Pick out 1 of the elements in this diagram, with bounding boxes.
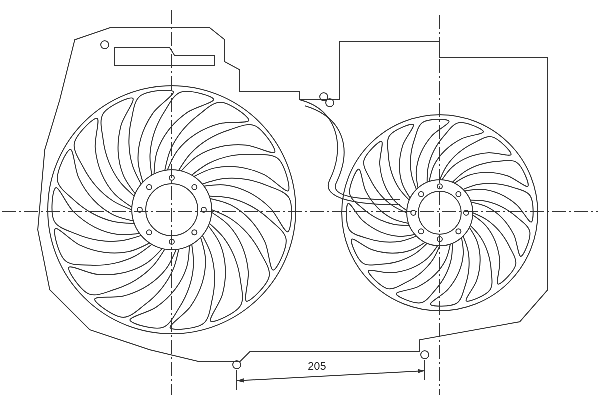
dimension-label: 205 bbox=[306, 361, 328, 373]
